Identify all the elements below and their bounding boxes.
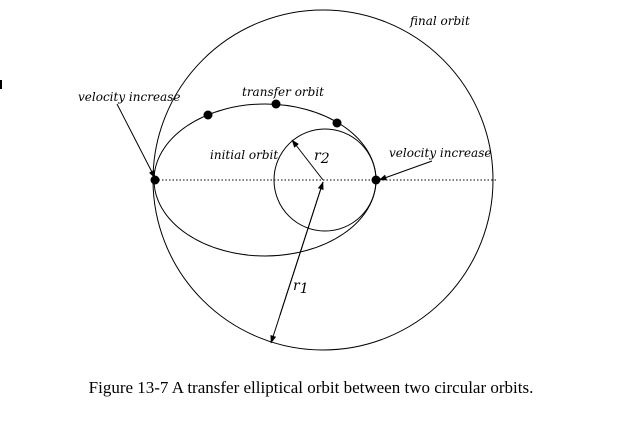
r1-label: r1 bbox=[293, 278, 309, 297]
velocity-increase-left-label: velocity increase bbox=[78, 90, 180, 104]
final-orbit-label: final orbit bbox=[409, 14, 470, 28]
initial-orbit-label: initial orbit bbox=[210, 148, 278, 162]
r1-radius-arrow-back bbox=[279, 181, 324, 316]
transfer-orbit-label: transfer orbit bbox=[242, 85, 324, 99]
r2-label: r2 bbox=[314, 148, 330, 167]
velocity-increase-left-arrow bbox=[116, 103, 156, 179]
figure-caption: Figure 13-7 A transfer elliptical orbit … bbox=[88, 378, 534, 397]
velocity-increase-right-arrow bbox=[378, 160, 433, 181]
stray-mark bbox=[0, 80, 2, 89]
transfer-dot-3 bbox=[332, 118, 342, 128]
position-dot-right-apsis bbox=[371, 175, 381, 185]
r2-radius-arrow bbox=[291, 139, 324, 181]
velocity-increase-right-label: velocity increase bbox=[389, 146, 491, 160]
transfer-dot-2 bbox=[271, 99, 281, 109]
transfer-dot-1 bbox=[203, 110, 213, 120]
position-dot-left-apsis bbox=[150, 175, 160, 185]
